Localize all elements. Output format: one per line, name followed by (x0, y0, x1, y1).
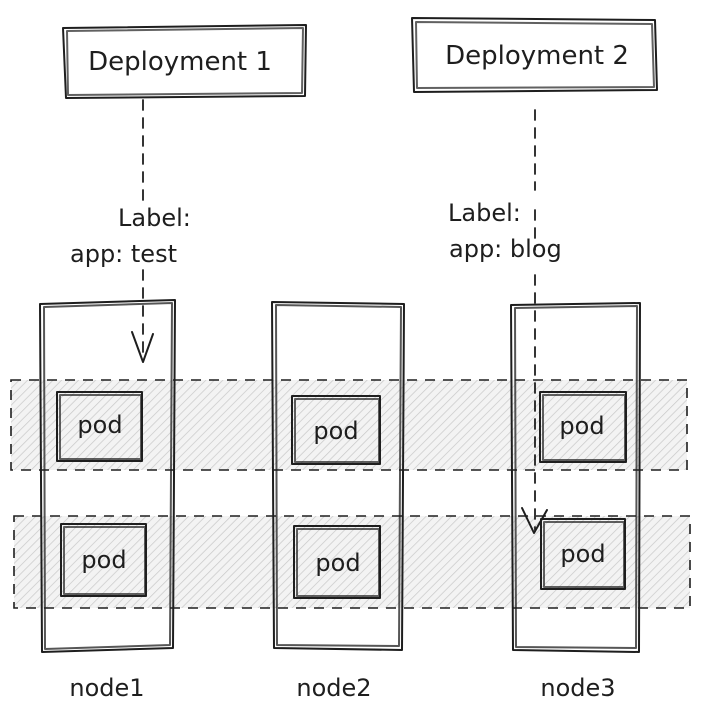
deployment-2-label-value: app: blog (449, 235, 562, 263)
deployment-1-label-key: Label: (118, 204, 191, 232)
pod-node2-row1: pod (291, 395, 381, 465)
node1-column (39, 299, 176, 653)
node1-label: node1 (69, 674, 144, 702)
pod-label: pod (560, 540, 605, 568)
arrowhead-icon (521, 507, 548, 534)
deployment-2-label-key: Label: (448, 199, 521, 227)
pod-node3-row2: pod (540, 518, 626, 590)
deployment-2-band (13, 515, 691, 609)
pod-node1-row2: pod (60, 523, 147, 597)
pod-node3-row1: pod (539, 391, 627, 463)
deployment-1-box: Deployment 1 (62, 24, 307, 99)
pod-label: pod (77, 411, 122, 439)
pod-label: pod (559, 412, 604, 440)
deployment-2-box: Deployment 2 (411, 17, 658, 93)
arrowhead-icon (131, 331, 154, 363)
pod-label: pod (81, 546, 126, 574)
pod-label: pod (315, 549, 360, 577)
node2-column (271, 301, 405, 651)
node3-column (510, 302, 641, 653)
pod-node1-row1: pod (56, 391, 143, 462)
node3-label: node3 (540, 674, 615, 702)
node2-label: node2 (296, 674, 371, 702)
deployment-2-title: Deployment 2 (445, 41, 629, 71)
pod-label: pod (313, 417, 358, 445)
deployment-1-label-value: app: test (70, 240, 177, 268)
pod-node2-row2: pod (293, 525, 381, 599)
deployment-1-title: Deployment 1 (88, 47, 272, 77)
